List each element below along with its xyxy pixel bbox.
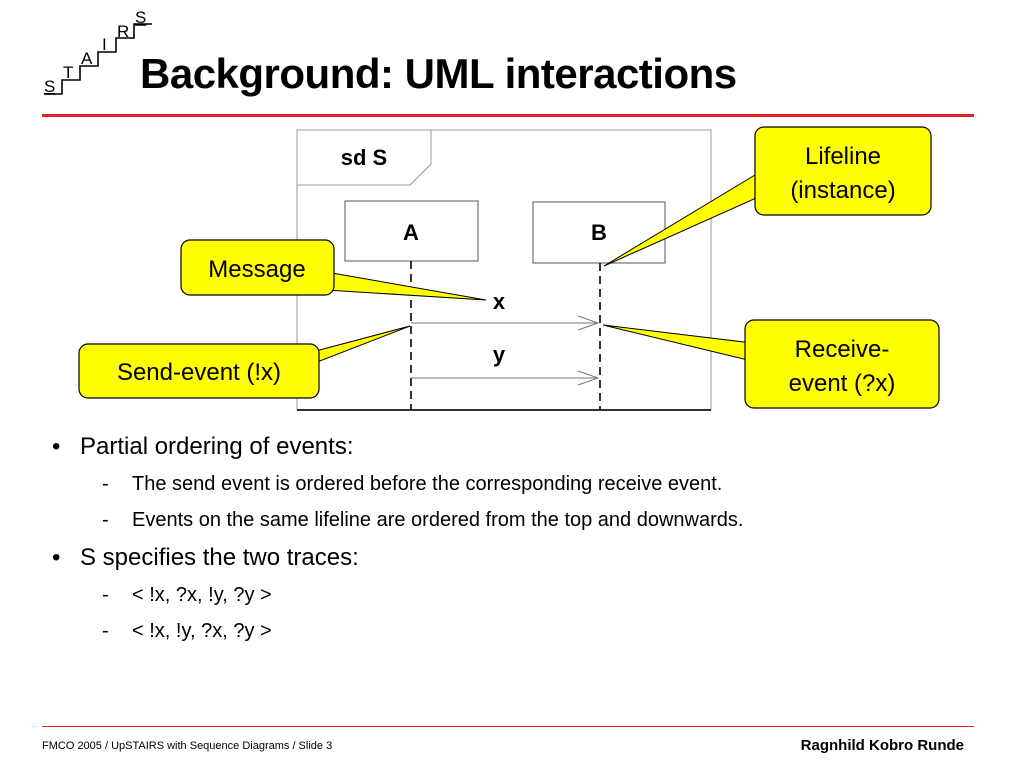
sub-bullet-item: - The send event is ordered before the c…	[50, 472, 990, 496]
bullet-text: Partial ordering of events:	[80, 433, 354, 460]
callout-lifeline: Lifeline (instance)	[603, 126, 932, 267]
frame-label: sd S	[341, 145, 387, 170]
message-x-label: x	[493, 289, 506, 314]
bullet-dot: •	[52, 433, 61, 460]
sub-bullet-text: The send event is ordered before the cor…	[132, 473, 723, 495]
sub-bullet-item: - < !x, !y, ?x, ?y >	[50, 619, 990, 643]
stairs-logo: S T A I R S	[44, 8, 152, 96]
sub-bullet-dash: -	[102, 509, 109, 531]
sub-bullet-dash: -	[102, 584, 109, 606]
callout-lifeline-line1: Lifeline	[805, 143, 881, 170]
lifeline-a-head	[344, 200, 479, 262]
title-rule	[42, 114, 974, 117]
sub-bullet-dash: -	[102, 620, 109, 642]
callout-send: Send-event (!x)	[78, 325, 411, 399]
lifeline-b-head	[532, 201, 666, 264]
bullet-text: S specifies the two traces:	[80, 544, 359, 571]
footer-author: Ragnhild Kobro Runde	[800, 737, 964, 754]
message-y-label: y	[493, 342, 506, 367]
logo-letter-s1: S	[44, 77, 55, 96]
sub-bullet-text: < !x, ?x, !y, ?y >	[132, 584, 272, 606]
bullet-item: • S specifies the two traces:	[50, 544, 990, 572]
callout-receive-line2: event (?x)	[789, 370, 896, 397]
callout-receive-line1: Receive-	[795, 336, 890, 363]
lifeline-a-label: A	[403, 220, 419, 245]
footer-rule	[42, 726, 974, 727]
logo-letter-s2: S	[135, 8, 146, 27]
logo-letter-i: I	[102, 35, 107, 54]
logo-letter-r: R	[117, 22, 129, 41]
bullet-dot: •	[52, 544, 61, 571]
sub-bullet-item: - Events on the same lifeline are ordere…	[50, 508, 990, 532]
sub-bullet-dash: -	[102, 473, 109, 495]
callout-message: Message	[180, 239, 487, 301]
callout-send-text: Send-event (!x)	[117, 359, 281, 386]
sub-bullet-text: < !x, !y, ?x, ?y >	[132, 620, 272, 642]
logo-letter-a: A	[81, 49, 93, 68]
callout-message-text: Message	[208, 256, 305, 283]
sub-bullet-text: Events on the same lifeline are ordered …	[132, 509, 744, 531]
bullet-item: • Partial ordering of events:	[50, 433, 990, 461]
callout-lifeline-line2: (instance)	[790, 177, 895, 204]
logo-letter-t: T	[63, 63, 73, 82]
sub-bullet-item: - < !x, ?x, !y, ?y >	[50, 583, 990, 607]
callout-receive: Receive- event (?x)	[602, 319, 940, 409]
bullet-list: • Partial ordering of events: - The send…	[50, 433, 990, 655]
slide-title: Background: UML interactions	[140, 50, 737, 97]
lifeline-b-label: B	[591, 220, 607, 245]
footer-slide-info: FMCO 2005 / UpSTAIRS with Sequence Diagr…	[42, 740, 333, 752]
frame-label-tab	[296, 129, 432, 186]
